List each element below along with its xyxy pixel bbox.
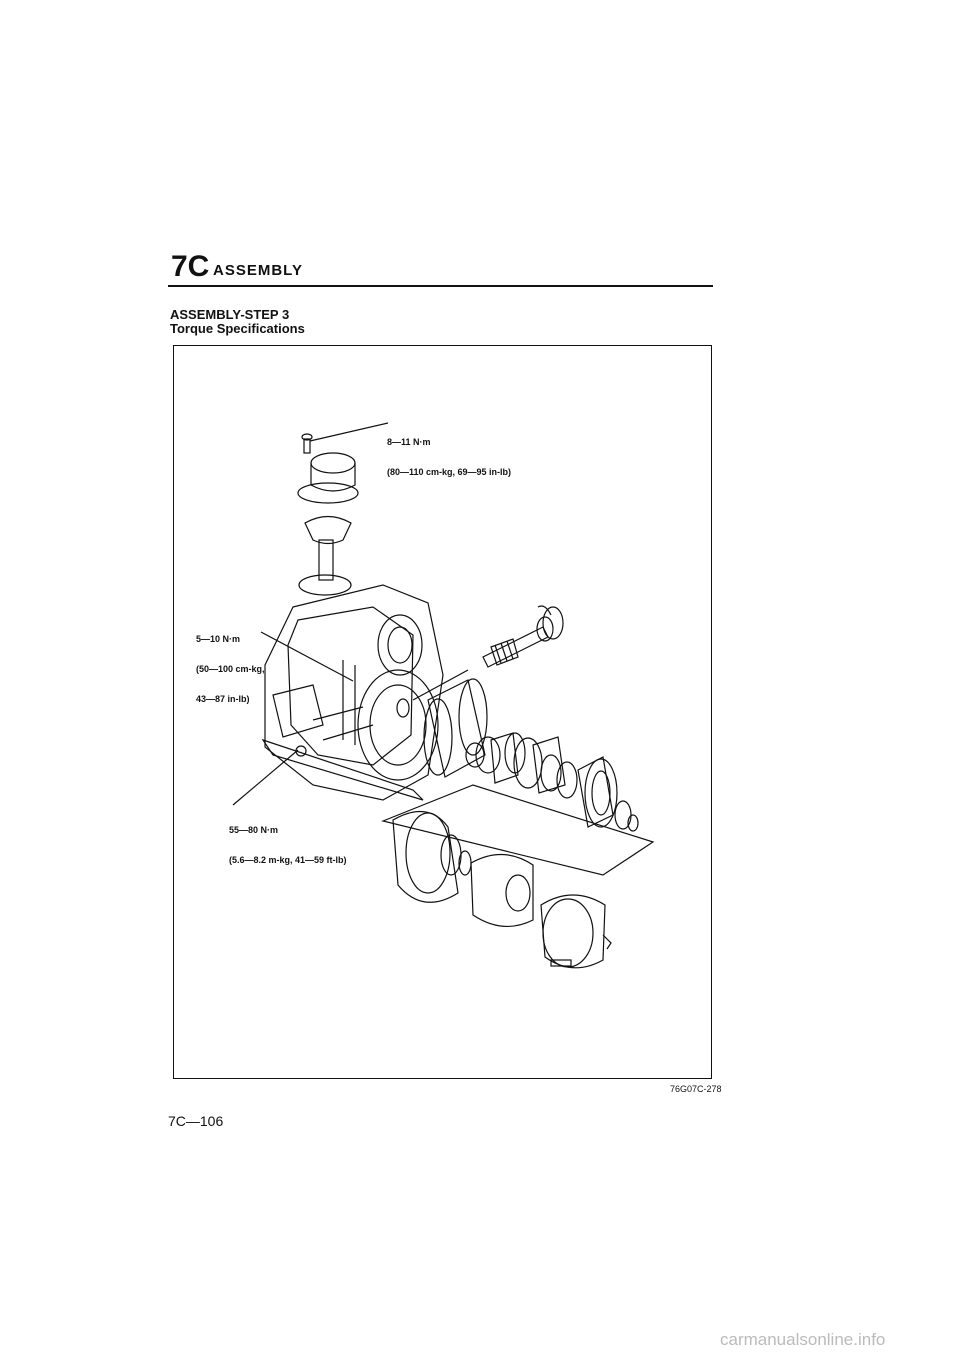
figure-code: 76G07C-278	[670, 1084, 722, 1094]
torque-callout-top: 8—11 N·m (80—110 cm-kg, 69—95 in-lb)	[387, 417, 511, 487]
callout-line: 8—11 N·m	[387, 437, 431, 447]
section-title: ASSEMBLY	[213, 262, 303, 279]
page-number: 7C—106	[168, 1113, 224, 1129]
figure-frame	[173, 345, 712, 1079]
step-subtitle: Torque Specifications	[170, 321, 305, 336]
torque-callout-bottom: 55—80 N·m (5.6—8.2 m-kg, 41—59 ft-lb)	[229, 805, 347, 875]
torque-callout-left: 5—10 N·m (50—100 cm-kg, 43—87 in-lb)	[196, 614, 265, 714]
callout-line: (5.6—8.2 m-kg, 41—59 ft-lb)	[229, 855, 347, 865]
watermark: carmanualsonline.info	[720, 1330, 886, 1349]
step-title: ASSEMBLY-STEP 3	[170, 307, 290, 322]
callout-line: 55—80 N·m	[229, 825, 279, 835]
callout-line: (50—100 cm-kg,	[196, 664, 265, 674]
header-rule	[168, 285, 713, 287]
exploded-diagram	[232, 422, 655, 969]
callout-line: 43—87 in-lb)	[196, 694, 250, 704]
callout-line: 5—10 N·m	[196, 634, 241, 644]
callout-line: (80—110 cm-kg, 69—95 in-lb)	[387, 467, 512, 477]
section-code: 7C	[171, 250, 210, 283]
